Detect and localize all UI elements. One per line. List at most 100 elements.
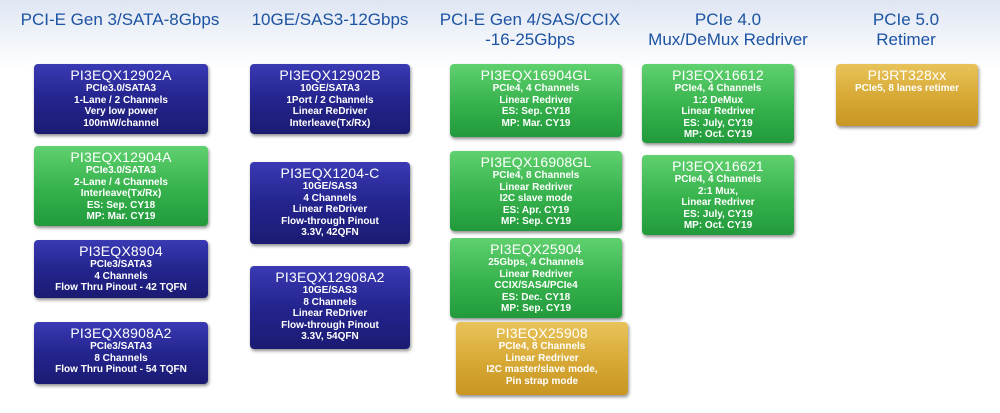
spec-line: ES: Sep. CY18 [501,106,571,117]
part-number: PI3EQX12902B [279,67,381,83]
part-number: PI3EQX16904GL [480,67,592,83]
spec-line: 4 Channels [94,270,148,282]
part-number: PI3EQX16908GL [480,154,592,170]
spec-line: Flow Thru Pinout - 42 TQFN [55,282,187,293]
spec-line: Linear Redriver [499,268,573,280]
spec-line: PCIe4, 4 Channels [492,83,580,94]
part-number: PI3EQX12902A [70,67,172,83]
spec-line: Linear Redriver [681,106,755,117]
spec-line: ES: Apr. CY19 [502,204,570,216]
spec-line: 10GE/SAS3 [302,181,358,192]
spec-line: ES: Dec. CY18 [501,291,571,303]
spec-line: PCIe4, 8 Channels [498,341,586,352]
spec-line: MP: Mar. CY19 [86,211,156,222]
spec-line: PCIe3/SATA3 [90,341,152,352]
part-number: PI3EQX1204-C [280,165,380,181]
spec-line: PCIe3.0/SATA3 [85,83,157,94]
spec-line: ES: July, CY19 [683,117,753,129]
column-heading: PCI-E Gen 3/SATA-8Gbps [0,10,240,30]
part-number: PI3EQX8904 [79,243,163,259]
spec-line: 2-Lane / 4 Channels [74,176,168,188]
spec-line: Interleave(Tx/Rx) [289,117,371,129]
spec-line: Linear ReDriver [292,308,368,319]
spec-line: Linear Redriver [499,94,573,106]
column-heading-line: PCI-E Gen 4/SAS/CCIX [439,10,621,29]
spec-line: PCIe3.0/SATA3 [85,165,157,176]
spec-line: Flow Thru Pinout - 54 TQFN [55,364,187,375]
spec-line: MP: Sep. CY19 [500,216,572,227]
spec-line: 1:2 DeMux [692,94,743,106]
column-heading-line: Retimer [876,30,936,49]
spec-line: Interleave(Tx/Rx) [80,188,162,199]
spec-line: Linear Redriver [505,352,579,364]
spec-line: 3.3V, 54QFN [301,331,359,342]
part-number: PI3EQX16621 [672,158,764,174]
spec-line: PCIe5, 8 lanes retimer [855,83,959,94]
spec-line: PCIe4, 4 Channels [674,83,762,94]
spec-line: MP: Oct. CY19 [683,129,753,140]
spec-line: Flow-through Pinout [281,215,379,227]
spec-line: 10GE/SATA3 [300,83,360,94]
spec-line: Linear Redriver [681,197,755,208]
column-heading-line: Mux/DeMux Redriver [648,30,808,49]
part-number: PI3EQX12908A2 [275,269,385,285]
spec-line: 1Port / 2 Channels [286,94,374,106]
column-heading: PCI-E Gen 4/SAS/CCIX-16-25Gbps [430,10,630,50]
part-number: PI3EQX8908A2 [70,325,172,341]
spec-line: 4 Channels [303,192,357,204]
part-number: PI3RT328xx [867,67,947,83]
spec-line: 8 Channels [303,296,357,308]
spec-line: 2:1 Mux, [697,185,738,197]
spec-line: 10GE/SAS3 [302,285,358,296]
spec-line: Pin strap mode [505,375,579,387]
spec-line: 3.3V, 42QFN [301,227,359,238]
spec-line: I2C master/slave mode, [486,364,598,375]
spec-line: PCIe4, 8 Channels [492,170,580,181]
spec-line: ES: Sep. CY18 [86,199,156,211]
spec-line: I2C slave mode [499,193,573,204]
column-heading-line: PCIe 5.0 [872,10,940,29]
part-number: PI3EQX12904A [70,149,172,165]
spec-line: PCIe3/SATA3 [90,259,152,270]
spec-line: 25Gbps, 4 Channels [488,257,584,268]
spec-line: Linear Redriver [499,181,573,193]
spec-line: 1-Lane / 2 Channels [74,94,168,106]
part-number: PI3EQX16612 [672,67,764,83]
column-heading-line: PCI-E Gen 3/SATA-8Gbps [20,10,220,29]
spec-line: Linear ReDriver [292,204,368,215]
spec-line: Flow-through Pinout [281,319,379,331]
spec-line: MP: Oct. CY19 [683,220,753,231]
part-number: PI3EQX25908 [496,325,588,341]
spec-line: Linear ReDriver [292,106,368,117]
spec-line: MP: Mar. CY19 [501,117,571,129]
spec-line: CCIX/SAS4/PCIe4 [494,280,578,291]
spec-line: PCIe4, 4 Channels [674,174,762,185]
spec-line: MP: Sep. CY19 [500,303,572,314]
column-heading-line: -16-25Gbps [485,30,575,49]
spec-line: 8 Channels [94,352,148,364]
column-heading-line: 10GE/SAS3-12Gbps [251,10,409,29]
spec-line: Very low power [84,106,158,117]
spec-line: ES: July, CY19 [683,208,753,220]
